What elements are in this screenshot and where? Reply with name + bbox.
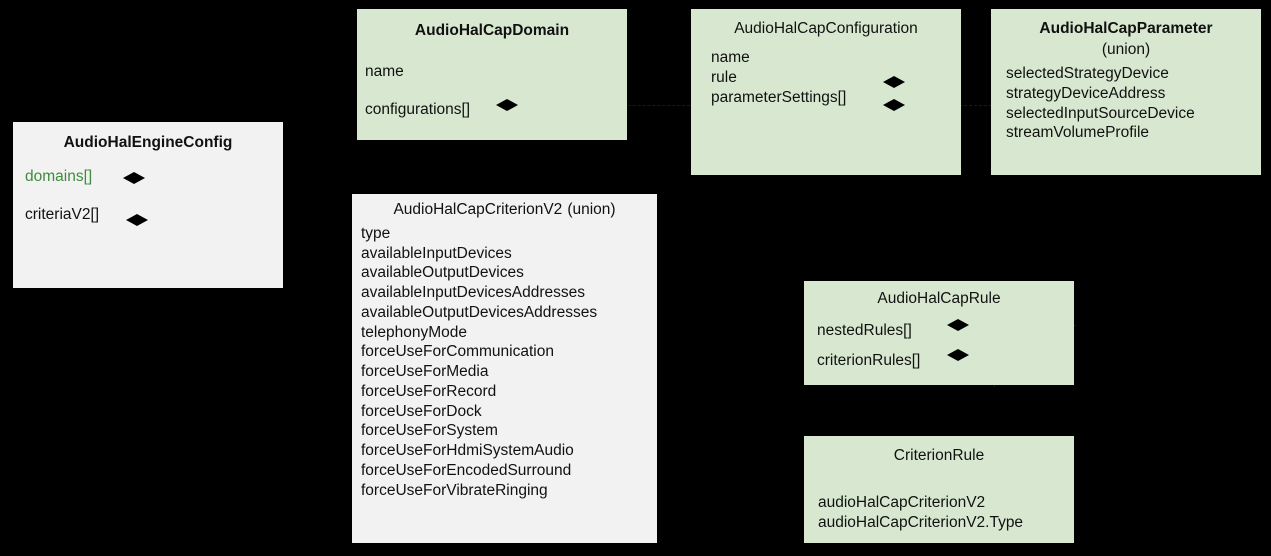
class-attrs-cap-configuration: name rule parameterSettings[] (691, 40, 961, 107)
attr-name[interactable]: name (711, 48, 750, 66)
attr-criteriav2[interactable]: criteriaV2[] (25, 206, 100, 224)
class-attrs-cap-criterion-v2: type availableInputDevices availableOutp… (352, 221, 657, 501)
attr-rule[interactable]: rule (711, 68, 737, 86)
class-box-audio-hal-cap-domain[interactable]: AudioHalCapDomain name configurations[] (357, 9, 627, 140)
attr-available-input-devices-addresses[interactable]: availableInputDevicesAddresses (361, 284, 586, 302)
class-title-cap-rule: AudioHalCapRule (877, 290, 1001, 307)
attr-selected-input-source-device[interactable]: selectedInputSourceDevice (1006, 104, 1195, 122)
attr-force-use-for-media[interactable]: forceUseForMedia (361, 363, 489, 381)
attr-force-use-for-dock[interactable]: forceUseForDock (361, 402, 482, 420)
class-attrs-cap-parameter: selectedStrategyDevice strategyDeviceAdd… (991, 61, 1261, 143)
attr-force-use-for-communication[interactable]: forceUseForCommunication (361, 343, 554, 361)
attr-force-use-for-encoded-surround[interactable]: forceUseForEncodedSurround (361, 461, 572, 479)
class-attrs-cap-rule: nestedRules[] criterionRules[] (804, 310, 1074, 370)
attr-available-output-devices[interactable]: availableOutputDevices (361, 264, 524, 282)
class-attrs-engine-config: domains[] criteriaV2[] (13, 154, 283, 224)
class-title-union: (union) (1101, 40, 1151, 58)
class-box-audio-hal-cap-parameter[interactable]: AudioHalCapParameter (union) selectedStr… (991, 9, 1261, 175)
class-title-cap-configuration: AudioHalCapConfiguration (734, 20, 918, 37)
class-box-audio-hal-engine-config[interactable]: AudioHalEngineConfig domains[] criteriaV… (13, 122, 283, 288)
class-attrs-criterion-rule: audioHalCapCriterionV2 audioHalCapCriter… (804, 467, 1074, 533)
attr-available-input-devices[interactable]: availableInputDevices (361, 244, 512, 262)
composition-diamond-criteriav2 (126, 214, 148, 226)
class-title-cap-criterion-v2: AudioHalCapCriterionV2(union) (352, 194, 657, 221)
attr-audio-hal-cap-criterion-v2[interactable]: audioHalCapCriterionV2 (818, 493, 986, 511)
attr-audio-hal-cap-criterion-v2-type[interactable]: audioHalCapCriterionV2.Type (818, 513, 1024, 531)
attr-force-use-for-system[interactable]: forceUseForSystem (361, 422, 498, 440)
class-box-audio-hal-cap-criterion-v2[interactable]: AudioHalCapCriterionV2(union) type avail… (352, 194, 657, 543)
class-title-text: AudioHalCapCriterionV2 (393, 201, 563, 218)
class-title-union: (union) (567, 201, 616, 218)
composition-diamond-criterionrules (947, 349, 969, 361)
class-box-audio-hal-cap-rule[interactable]: AudioHalCapRule nestedRules[] criterionR… (804, 281, 1074, 385)
class-title-cap-parameter: AudioHalCapParameter (union) (991, 9, 1261, 61)
attr-force-use-for-record[interactable]: forceUseForRecord (361, 382, 497, 400)
attr-type[interactable]: type (361, 224, 391, 242)
composition-diamond-domains (123, 172, 145, 184)
attr-parametersettings[interactable]: parameterSettings[] (711, 88, 847, 106)
composition-diamond-rule (883, 76, 905, 88)
composition-diamond-configurations (496, 99, 518, 111)
attr-configurations[interactable]: configurations[] (365, 101, 471, 119)
attr-force-use-for-hdmi-system-audio[interactable]: forceUseForHdmiSystemAudio (361, 442, 574, 460)
class-box-audio-hal-cap-configuration[interactable]: AudioHalCapConfiguration name rule param… (691, 9, 961, 175)
class-box-criterion-rule[interactable]: CriterionRule audioHalCapCriterionV2 aud… (804, 436, 1074, 543)
composition-diamond-nestedrules (947, 319, 969, 331)
attr-domains[interactable]: domains[] (25, 167, 93, 185)
attr-available-output-devices-addresses[interactable]: availableOutputDevicesAddresses (361, 303, 598, 321)
attr-telephony-mode[interactable]: telephonyMode (361, 323, 467, 341)
attr-force-use-for-vibrate-ringing[interactable]: forceUseForVibrateRinging (361, 481, 548, 499)
class-title-criterion-rule: CriterionRule (893, 447, 985, 464)
attr-strategy-device-address[interactable]: strategyDeviceAddress (1006, 84, 1166, 102)
attr-criterion-rules[interactable]: criterionRules[] (817, 352, 921, 370)
class-attrs-cap-domain: name configurations[] (357, 42, 627, 119)
attr-name[interactable]: name (365, 62, 404, 80)
attr-stream-volume-profile[interactable]: streamVolumeProfile (1006, 124, 1150, 142)
class-title-engine-config: AudioHalEngineConfig (63, 134, 233, 151)
composition-diamond-parametersettings (883, 99, 905, 111)
class-title-cap-domain: AudioHalCapDomain (414, 22, 570, 39)
attr-nested-rules[interactable]: nestedRules[] (817, 321, 912, 339)
attr-selected-strategy-device[interactable]: selectedStrategyDevice (1006, 64, 1169, 82)
class-title-text: AudioHalCapParameter (1039, 20, 1213, 37)
